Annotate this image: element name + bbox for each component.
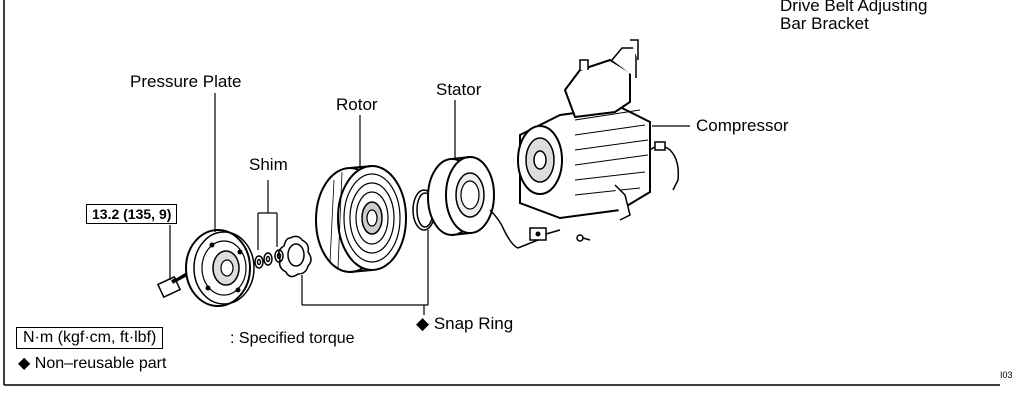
bracket-label-line1: Drive Belt Adjusting bbox=[780, 0, 928, 15]
shim-label: Shim bbox=[249, 155, 288, 174]
legend-nonreusable: ◆ Non–reusable part bbox=[18, 354, 166, 374]
shim-parts bbox=[254, 249, 284, 269]
pressure-plate-label: Pressure Plate bbox=[130, 72, 242, 91]
compressor-part bbox=[517, 39, 680, 221]
nonreusable-symbol: ◆ bbox=[18, 355, 31, 372]
rotor-part bbox=[315, 165, 407, 273]
rotor-label: Rotor bbox=[336, 95, 378, 114]
legend-torque-desc: : Specified torque bbox=[230, 330, 355, 347]
pressure-plate-part bbox=[185, 229, 255, 307]
stator-label: Stator bbox=[436, 80, 482, 99]
torque-value-box: 13.2 (135, 9) bbox=[86, 204, 178, 224]
bracket-label-line2: Bar Bracket bbox=[780, 14, 869, 33]
snap-ring-text: Snap Ring bbox=[433, 314, 514, 333]
compressor-label: Compressor bbox=[696, 116, 789, 135]
snap-ring-small-part bbox=[277, 235, 312, 278]
nonreusable-desc: Non–reusable part bbox=[34, 355, 167, 372]
screw-part bbox=[576, 234, 591, 242]
legend-torque-units: N·m (kgf·cm, ft·lbf) bbox=[16, 327, 164, 349]
snap-ring-label: ◆ Snap Ring bbox=[416, 314, 513, 334]
stator-part bbox=[427, 156, 561, 249]
figure-code: I03 bbox=[1000, 370, 1013, 380]
leader-lines bbox=[169, 93, 690, 315]
shim-leader-lines bbox=[257, 180, 278, 250]
snap-ring-symbol: ◆ bbox=[416, 314, 430, 333]
